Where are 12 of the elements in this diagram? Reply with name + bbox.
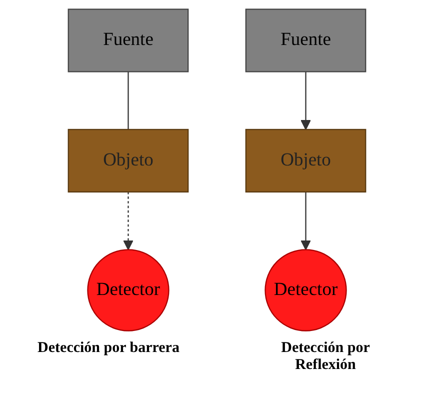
node-circle: Detector [87, 249, 170, 332]
caption-text: Detección por Reflexión [280, 340, 371, 374]
connector [128, 72, 129, 130]
node-circle: Detector [264, 249, 347, 332]
caption-text: Detección por barrera [36, 340, 180, 358]
node-box: Fuente [245, 8, 366, 72]
node-box: Objeto [68, 128, 189, 192]
node-box: Objeto [245, 128, 366, 192]
arrow [300, 72, 311, 130]
node-box: Fuente [68, 8, 189, 72]
arrow [123, 192, 134, 250]
arrow [300, 192, 311, 250]
